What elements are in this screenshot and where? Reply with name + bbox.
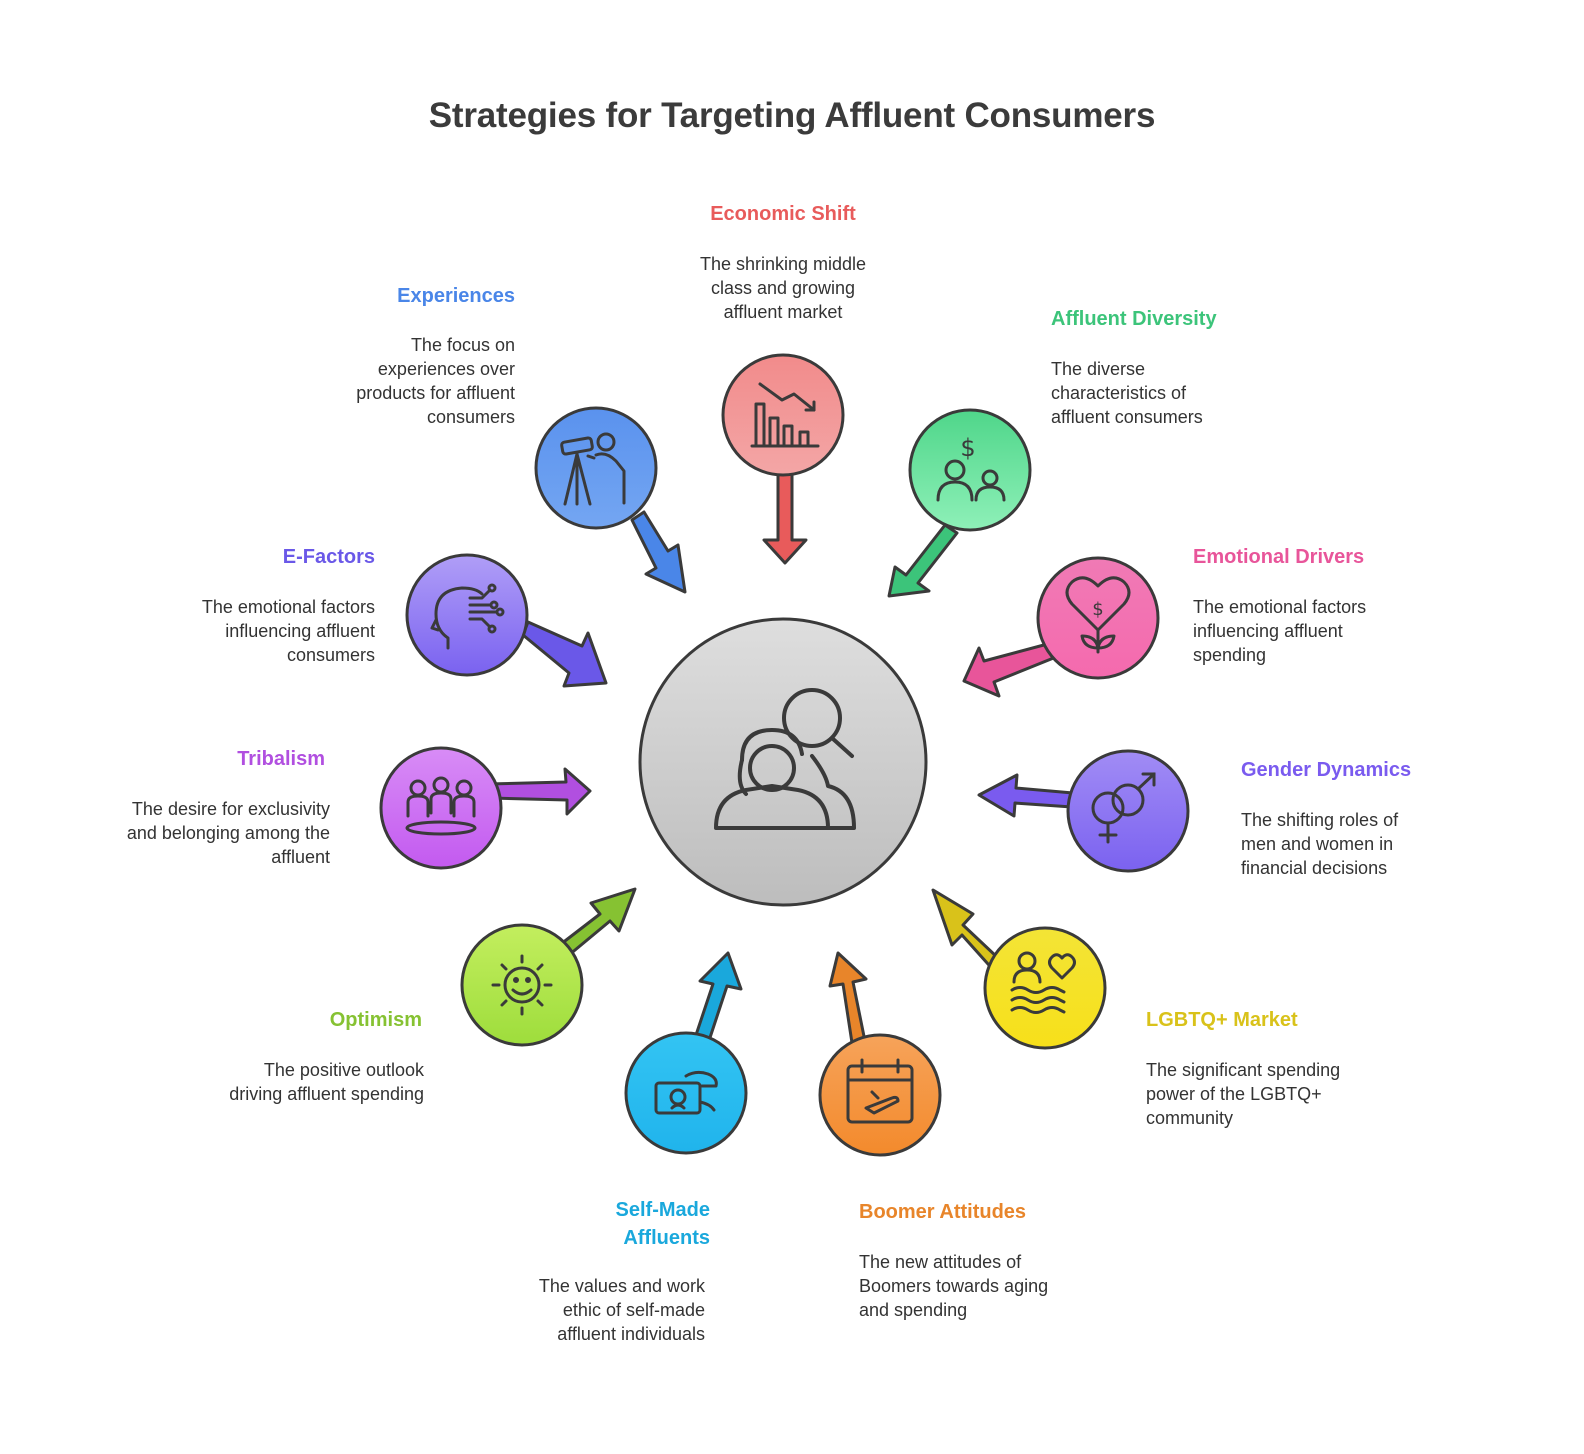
desc-efactors: The emotional factors influencing afflue… bbox=[201, 597, 375, 665]
svg-text:$: $ bbox=[1092, 599, 1103, 620]
node-affluent-div: $ bbox=[908, 408, 1032, 532]
head-circuit-icon bbox=[430, 583, 505, 650]
label-selfmade: Self-Made Affluents bbox=[615, 1199, 710, 1249]
arrow-emotional bbox=[962, 640, 1063, 698]
person-heart-flag-icon bbox=[1010, 951, 1076, 1014]
svg-text:$: $ bbox=[960, 434, 975, 462]
arrow-efactors bbox=[521, 620, 608, 688]
node-gender bbox=[1066, 749, 1190, 873]
gender-symbols-icon bbox=[1091, 772, 1156, 844]
node-optimism bbox=[460, 923, 584, 1047]
desc-lgbtq: The significant spending power of the LG… bbox=[1146, 1060, 1341, 1128]
arrow-gender bbox=[977, 773, 1075, 818]
label-boomer: Boomer Attitudes bbox=[859, 1201, 1027, 1223]
node-efactors bbox=[405, 553, 529, 677]
desc-economic: The shrinking middle class and growing a… bbox=[699, 254, 867, 322]
arrow-experiences bbox=[630, 510, 687, 594]
desc-tribalism: The desire for exclusivity and belonging… bbox=[126, 799, 330, 867]
hand-cash-icon bbox=[654, 1070, 718, 1115]
desc-emotional: The emotional factors influencing afflue… bbox=[1193, 597, 1367, 665]
label-affluent-div: Affluent Diversity bbox=[1051, 308, 1217, 330]
label-optimism: Optimism bbox=[329, 1009, 422, 1031]
desc-selfmade: The values and work ethic of self-made a… bbox=[538, 1276, 705, 1344]
desc-experiences: The focus on experiences over products f… bbox=[356, 335, 515, 427]
node-lgbtq bbox=[983, 926, 1107, 1050]
label-efactors: E-Factors bbox=[282, 546, 375, 568]
center-node bbox=[638, 617, 928, 907]
desc-affluent-div: The diverse characteristics of affluent … bbox=[1051, 359, 1203, 427]
node-economic bbox=[721, 353, 845, 477]
people-magnifier-icon bbox=[714, 688, 856, 830]
node-boomer bbox=[818, 1033, 942, 1157]
desc-gender: The shifting roles of men and women in f… bbox=[1241, 810, 1399, 878]
label-lgbtq: LGBTQ+ Market bbox=[1146, 1009, 1298, 1031]
desc-boomer: The new attitudes of Boomers towards agi… bbox=[859, 1252, 1049, 1320]
label-tribalism: Tribalism bbox=[237, 748, 325, 770]
node-tribalism bbox=[379, 746, 503, 870]
people-dollar-icon: $ bbox=[936, 434, 1006, 502]
page-title: Strategies for Targeting Affluent Consum… bbox=[428, 96, 1156, 135]
group-people-icon bbox=[405, 776, 477, 836]
node-experiences bbox=[534, 406, 658, 530]
label-experiences: Experiences bbox=[397, 285, 515, 307]
node-selfmade bbox=[624, 1031, 748, 1155]
arrow-economic bbox=[762, 468, 808, 565]
declining-bar-chart-icon bbox=[750, 382, 820, 448]
node-emotional: $ bbox=[1036, 556, 1160, 680]
label-emotional: Emotional Drivers bbox=[1193, 546, 1365, 568]
smiling-sun-icon bbox=[491, 954, 553, 1016]
desc-optimism: The positive outlook driving affluent sp… bbox=[229, 1060, 424, 1104]
label-gender: Gender Dynamics bbox=[1241, 759, 1412, 781]
heart-dollar-plant-icon: $ bbox=[1065, 576, 1131, 654]
calendar-plane-icon bbox=[846, 1058, 914, 1124]
label-economic: Economic Shift bbox=[710, 203, 856, 225]
arrow-tribalism bbox=[486, 767, 592, 816]
arrow-affluent-div bbox=[887, 523, 959, 598]
person-telescope-icon bbox=[560, 432, 626, 506]
